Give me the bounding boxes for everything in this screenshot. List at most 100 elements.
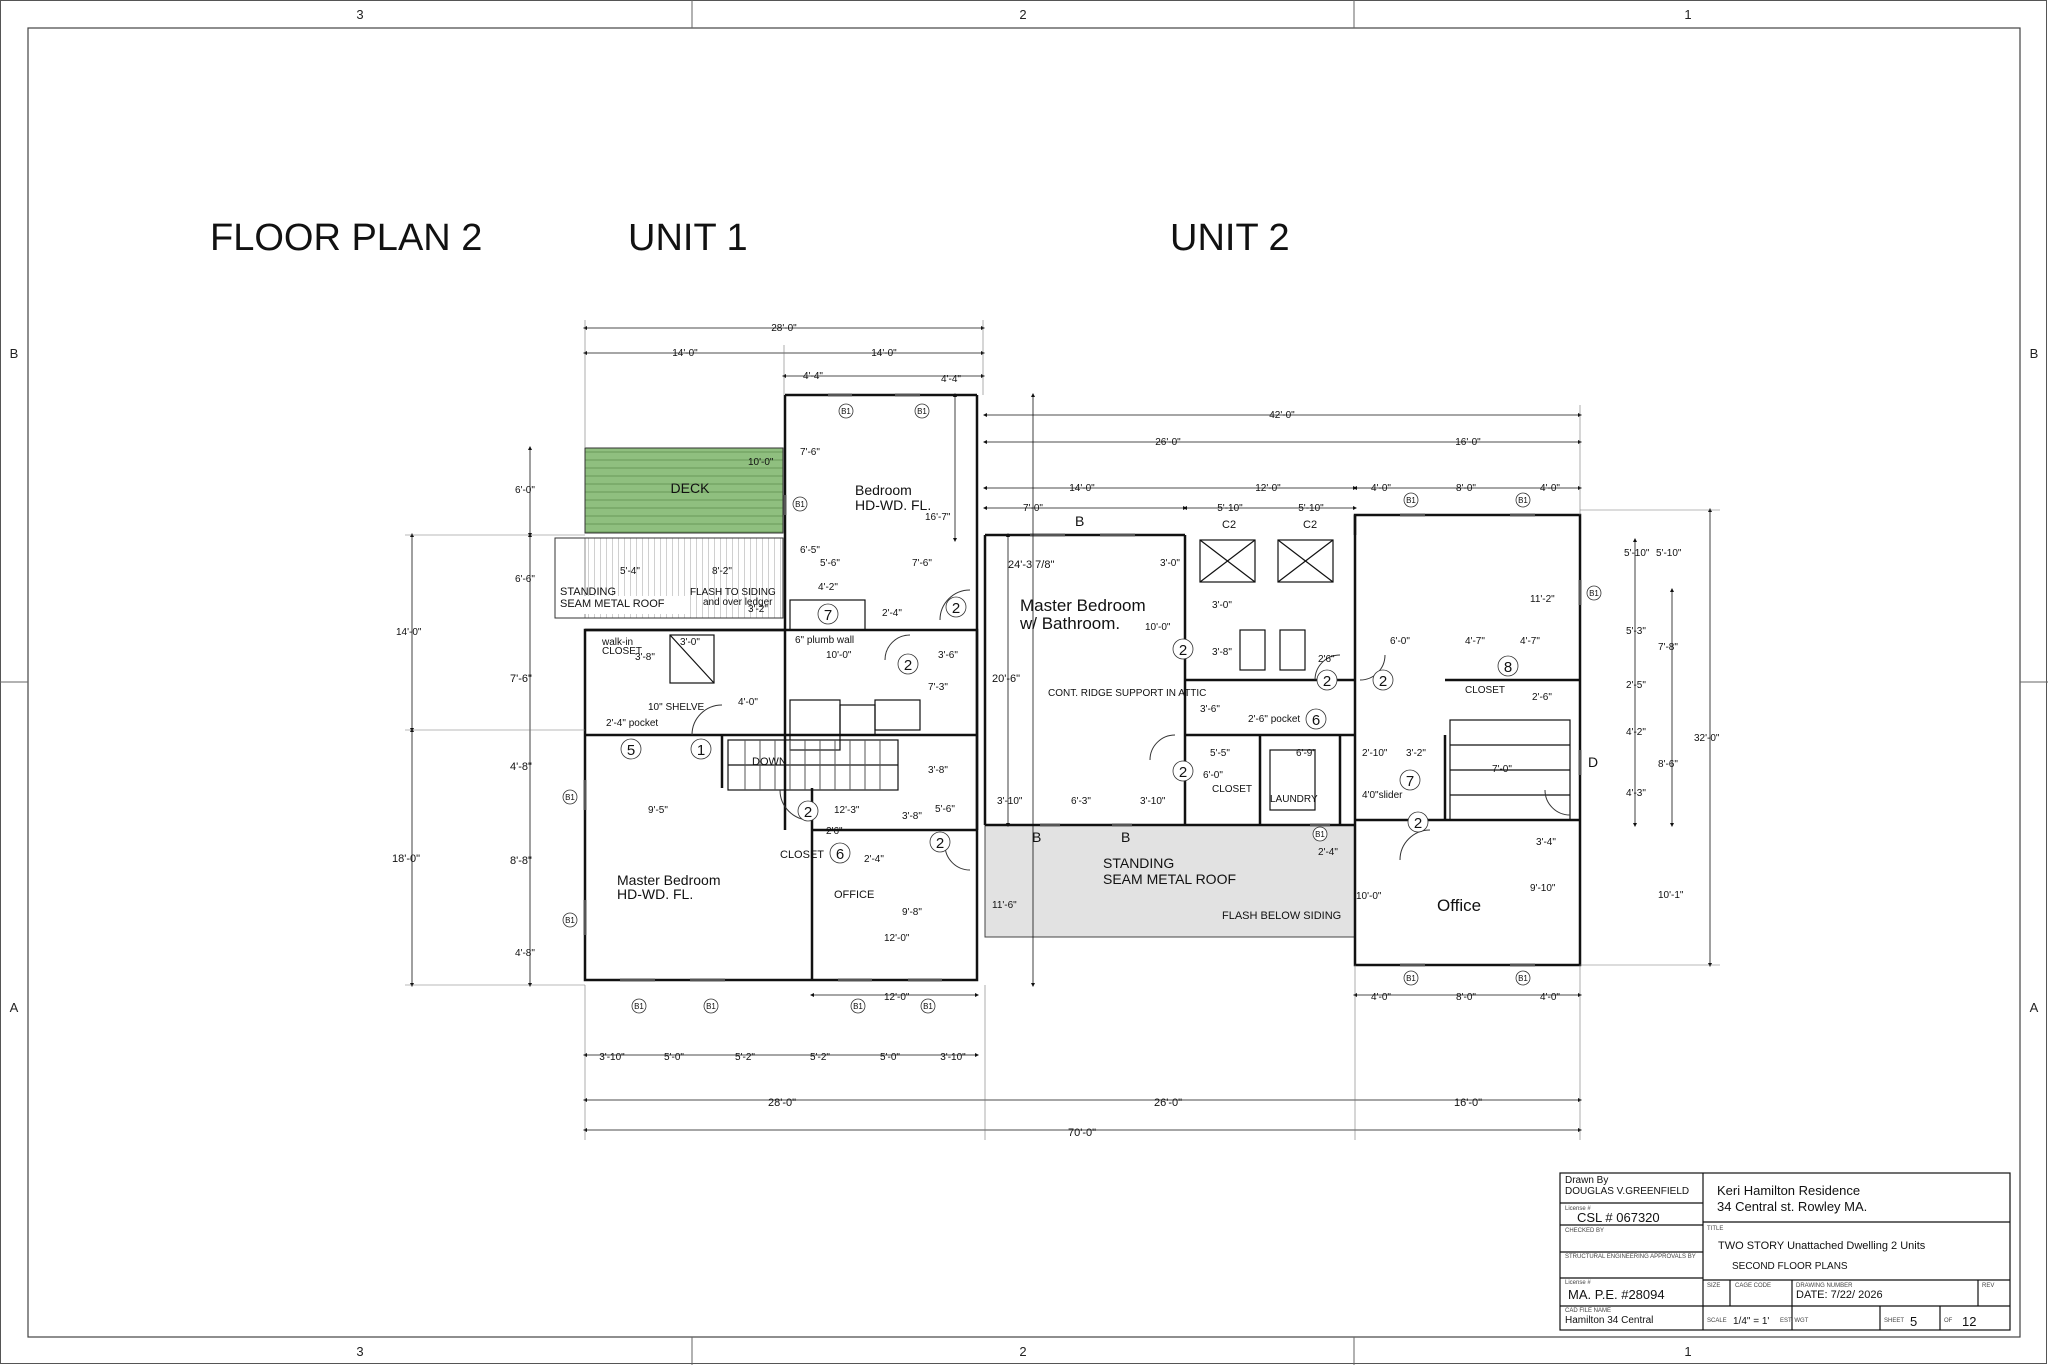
tag-n2: 2 (1179, 642, 1187, 659)
dim-2-4-c: 2'-4" (1318, 847, 1338, 858)
dim-6-0-left: 6'-0" (515, 485, 535, 496)
unit1-windows (583, 393, 942, 982)
office-u1-label: OFFICE (834, 889, 874, 901)
tag-b1: B1 (1406, 974, 1416, 983)
grid-col-1-bottom: 1 (1684, 1344, 1691, 1359)
dim-3-2-b: 3'-2" (1406, 748, 1426, 759)
dim-total-28: 28'-0" (768, 1097, 796, 1109)
shelve-label: 10" SHELVE (648, 702, 705, 713)
plumb-wall-label: 6" plumb wall (795, 635, 854, 646)
dim-8-2: 8'-2" (712, 566, 732, 577)
tag-b1: B1 (923, 1002, 933, 1011)
tag-b1: B1 (841, 407, 851, 416)
tag-c2: C2 (1303, 519, 1317, 531)
dim-5-5: 5'-5" (1210, 748, 1230, 759)
dim-3-10-d: 3'-10" (1140, 796, 1166, 807)
pocket2-label: 2'-6" pocket (1248, 714, 1300, 725)
dim-28-top: 28'-0" (771, 323, 797, 334)
dim-7-6-c: 7'-6" (912, 558, 932, 569)
unit2-roof-area (984, 824, 1356, 938)
rev-label: REV (1982, 1283, 1994, 1289)
closet-u2a-label: CLOSET (1212, 784, 1252, 795)
dim-10-0-b: 10'-0" (826, 650, 852, 661)
roof2-label-a: STANDING (1103, 855, 1174, 871)
dim-2-6: 2'6" (826, 826, 843, 837)
dim-3-6: 3'-6" (938, 650, 958, 661)
dim-24-3-7-8: 24'-3 7/8" (1008, 559, 1054, 571)
dim-4-0-a: 4'-0" (1371, 483, 1391, 494)
dim-4-2-b: 4'-2" (818, 582, 838, 593)
dim-26-top: 26'-0" (1155, 437, 1181, 448)
grid-row-b-right: B (2030, 346, 2039, 361)
tag-b1: B1 (565, 793, 575, 802)
tag-n2: 2 (1414, 815, 1422, 832)
master-bedroom-u2-label-a: Master Bedroom (1020, 596, 1146, 615)
dim-5-6: 5'-6" (820, 558, 840, 569)
dim-bot-3-10-a: 3'-10" (599, 1052, 625, 1063)
tag-b: B (1121, 829, 1130, 845)
bedroom-u1-label-a: Bedroom (855, 482, 912, 498)
tag-n2: 2 (1379, 673, 1387, 690)
tag-b1: B1 (917, 407, 927, 416)
dim-6-0-c: 6'-0" (1203, 770, 1223, 781)
roof1-label-bg (558, 596, 688, 614)
dim-6-3: 6'-3" (1071, 796, 1091, 807)
grid-row-b-left: B (10, 346, 19, 361)
tag-circles (562, 403, 1602, 1014)
dimension-lines (410, 326, 1712, 1132)
dim-18-left: 18'-0" (392, 853, 420, 865)
dim-u2b-4-0-b: 4'-0" (1540, 992, 1560, 1003)
pe-number: MA. P.E. #28094 (1568, 1287, 1665, 1302)
tag-n7: 7 (1406, 773, 1414, 790)
dim-r-4-2: 4'-2" (1626, 727, 1646, 738)
dim-9-10: 9'-10" (1530, 883, 1556, 894)
unit2-title: UNIT 2 (1170, 217, 1290, 259)
dim-5-10-b: 5'-10" (1298, 503, 1324, 514)
dim-bot-5-2-b: 5'-2" (810, 1052, 830, 1063)
roof2-label-b: SEAM METAL ROOF (1103, 871, 1236, 887)
dim-r-2-5: 2'-5" (1626, 680, 1646, 691)
dim-6-0-u2: 6'-0" (1390, 636, 1410, 647)
dim-u2b-4-0-a: 4'-0" (1371, 992, 1391, 1003)
unit2-windows (1030, 513, 1582, 967)
sheet-number: 5 (1910, 1314, 1917, 1329)
tag-c2: C2 (1222, 519, 1236, 531)
tag-b1: B1 (1589, 589, 1599, 598)
dim-4-8-left: 4'-8" (510, 761, 532, 773)
roof1-label-a: STANDING (560, 586, 616, 598)
scale-label: SCALE (1707, 1318, 1727, 1324)
tag-n2: 2 (936, 835, 944, 852)
tag-n6: 6 (1312, 712, 1320, 729)
tag-b: B (1032, 829, 1041, 845)
tag-n5: 5 (627, 742, 635, 759)
stair-treads (744, 740, 881, 790)
dim-11-6: 11'-6" (992, 900, 1017, 911)
tag-n2: 2 (804, 804, 812, 821)
dim-3-0-a: 3'-0" (680, 637, 700, 648)
dim-9-8: 9'-8" (902, 907, 922, 918)
dim-16-7: 16'-7" (925, 512, 951, 523)
size-label: SIZE (1707, 1283, 1720, 1289)
dim-2-10: 2'-10" (1362, 748, 1388, 759)
grid-row-a-left: A (10, 1000, 19, 1015)
dim-2-4: 2'-4" (882, 608, 902, 619)
grid-col-3-top: 3 (356, 7, 363, 22)
dim-2-6-d: 2'-6" (1532, 692, 1552, 703)
dim-6-9: 6'-9" (1296, 748, 1316, 759)
flash-ledger-a: FLASH TO SIDING (690, 587, 776, 598)
dim-r-5-10-a: 5'-10" (1624, 548, 1650, 559)
tag-b1: B1 (1406, 496, 1416, 505)
tag-n7: 7 (824, 607, 832, 624)
dim-4-0-c: 4'-0" (738, 697, 758, 708)
dim-4-4-b: 4'-4" (941, 374, 961, 385)
client-name: Keri Hamilton Residence (1717, 1183, 1860, 1198)
flash-ledger-b: and over ledger (703, 597, 773, 608)
unit1-title: UNIT 1 (628, 217, 748, 259)
grid-col-2-top: 2 (1019, 7, 1026, 22)
dim-3-0-c: 3'-0" (1212, 600, 1232, 611)
dim-10-0-c: 10'-0" (1356, 891, 1382, 902)
dim-7-6-left: 7'-6" (510, 673, 532, 685)
tag-b1: B1 (795, 500, 805, 509)
cage-code-label: CAGE CODE (1735, 1283, 1771, 1289)
tag-b1: B1 (1518, 496, 1528, 505)
